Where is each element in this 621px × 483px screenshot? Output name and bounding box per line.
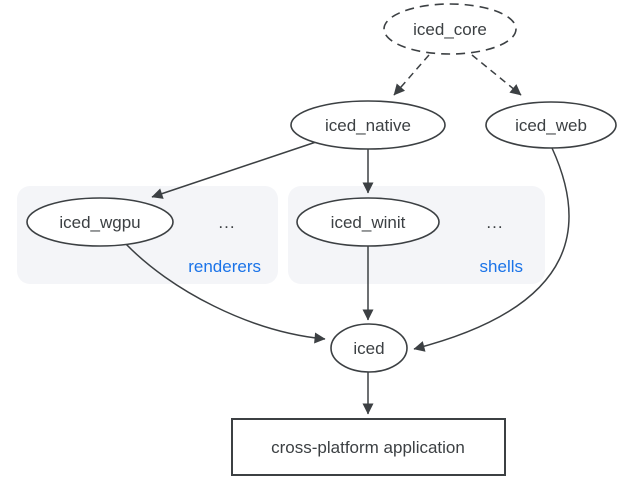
diagram-edges — [124, 54, 570, 415]
iced-core-label: iced_core — [413, 20, 487, 39]
edge-iced-core-to-iced-web — [471, 54, 522, 96]
node-iced-native: iced_native — [290, 100, 446, 150]
node-iced: iced — [330, 323, 408, 373]
iced-native-ellipse — [290, 100, 446, 150]
iced-winit-ellipse — [296, 197, 440, 247]
application-label: cross-platform application — [271, 438, 465, 457]
node-iced-wgpu: iced_wgpu — [26, 197, 174, 247]
edge-iced-web-to-iced — [413, 147, 570, 352]
edge-iced-native-to-iced-wgpu — [151, 141, 317, 199]
node-iced-winit: iced_winit — [296, 197, 440, 247]
edge-iced-core-to-iced-native — [393, 54, 430, 96]
shells-ellipsis-label: ... — [486, 213, 503, 232]
iced-web-label: iced_web — [515, 116, 587, 135]
iced-label: iced — [353, 339, 384, 358]
iced-ellipse — [330, 323, 408, 373]
renderers-group-label: renderers — [188, 257, 261, 276]
renderers-ellipsis-label: ... — [218, 213, 235, 232]
node-application: cross-platform application — [231, 418, 506, 476]
shells-group-label: shells — [480, 257, 523, 276]
iced-winit-label: iced_winit — [331, 213, 406, 232]
iced-wgpu-label: iced_wgpu — [59, 213, 140, 232]
iced-core-ellipse — [383, 3, 517, 55]
application-box — [231, 418, 506, 476]
node-iced-web: iced_web — [485, 101, 617, 149]
iced-wgpu-ellipse — [26, 197, 174, 247]
node-iced-core: iced_core — [383, 3, 517, 55]
edge-iced-wgpu-to-iced — [124, 242, 326, 344]
iced-native-label: iced_native — [325, 116, 411, 135]
iced-web-ellipse — [485, 101, 617, 149]
